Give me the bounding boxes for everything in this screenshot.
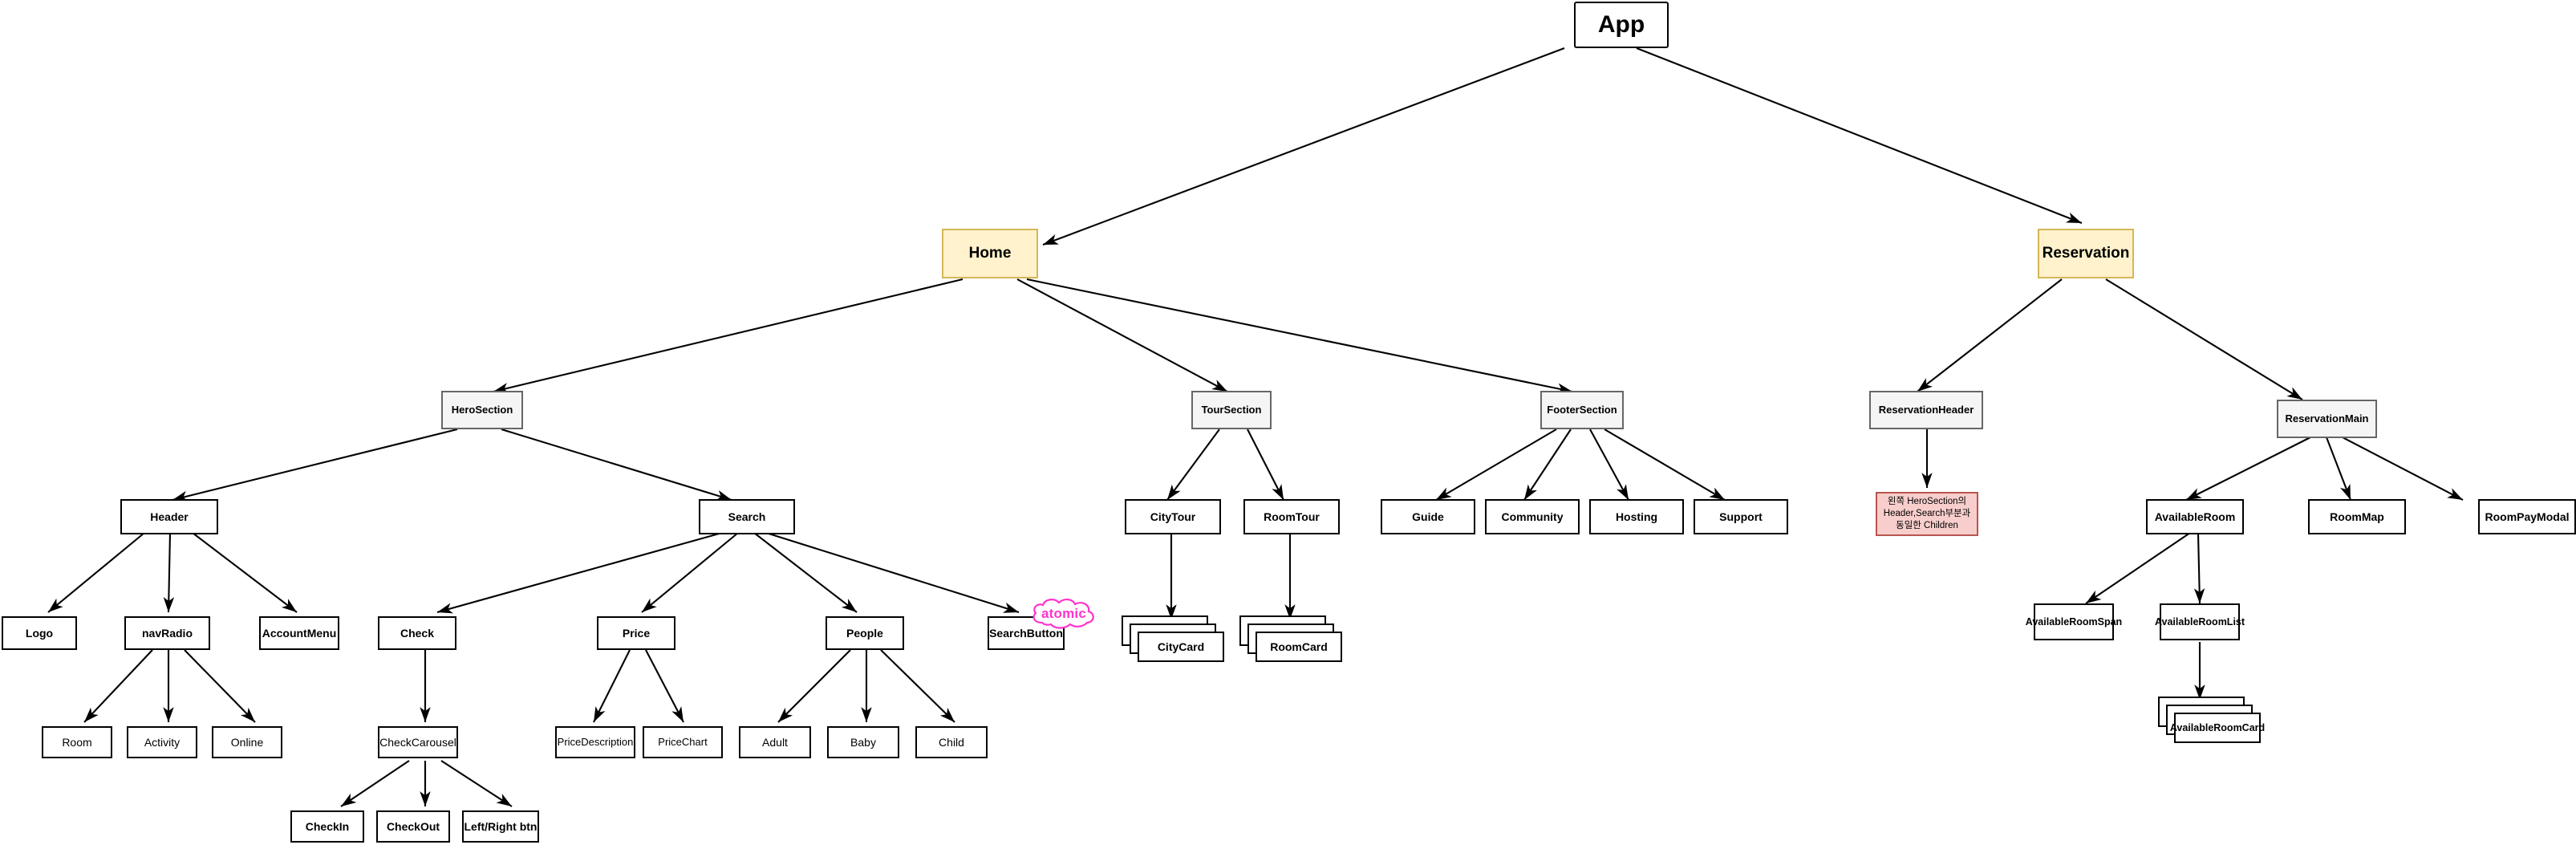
node-reservation-main-label: ReservationMain bbox=[2285, 412, 2369, 424]
node-logo-label: Logo bbox=[25, 626, 54, 640]
node-community[interactable]: Community bbox=[1485, 499, 1580, 534]
node-header-label: Header bbox=[150, 510, 189, 523]
node-home[interactable]: Home bbox=[942, 229, 1038, 278]
node-price-label: Price bbox=[622, 626, 651, 640]
node-available-room-card-stack[interactable]: AvailableRoomCard bbox=[2158, 697, 2278, 753]
node-app[interactable]: App bbox=[1574, 2, 1669, 48]
node-online-label: Online bbox=[230, 735, 264, 749]
node-search-label: Search bbox=[728, 510, 766, 523]
node-city-tour[interactable]: CityTour bbox=[1125, 499, 1221, 534]
node-check-carousel[interactable]: CheckCarousel bbox=[378, 726, 458, 758]
node-hero-section[interactable]: HeroSection bbox=[441, 391, 523, 429]
node-room-pay-modal[interactable]: RoomPayModal bbox=[2478, 499, 2576, 534]
node-people[interactable]: People bbox=[826, 616, 904, 650]
node-left-right-btn-label: Left/Right btn bbox=[464, 819, 538, 833]
node-available-room-card-label: AvailableRoomCard bbox=[2169, 722, 2266, 733]
node-reservation-header-label: ReservationHeader bbox=[1878, 403, 1974, 416]
node-community-label: Community bbox=[1501, 510, 1564, 523]
node-price-chart[interactable]: PriceChart bbox=[643, 726, 723, 758]
node-room-tour-label: RoomTour bbox=[1264, 510, 1320, 523]
node-tour-section-label: TourSection bbox=[1201, 403, 1262, 416]
node-nav-radio[interactable]: navRadio bbox=[124, 616, 210, 650]
node-room-label: Room bbox=[62, 735, 92, 749]
node-left-right-btn[interactable]: Left/Right btn bbox=[462, 810, 539, 843]
node-baby-label: Baby bbox=[850, 735, 876, 749]
node-reservation-header-note: 왼쪽 HeroSection의 Header,Search부분과 동일한 Chi… bbox=[1876, 492, 1978, 536]
node-guide[interactable]: Guide bbox=[1381, 499, 1475, 534]
reservation-header-note-text: 왼쪽 HeroSection의 Header,Search부분과 동일한 Chi… bbox=[1883, 497, 1971, 530]
node-room-pay-modal-label: RoomPayModal bbox=[2485, 510, 2570, 523]
node-hosting-label: Hosting bbox=[1615, 510, 1658, 523]
node-support[interactable]: Support bbox=[1694, 499, 1788, 534]
node-activity-label: Activity bbox=[144, 735, 181, 749]
atomic-cloud-callout[interactable]: atomic bbox=[1029, 597, 1098, 631]
node-home-label: Home bbox=[968, 245, 1012, 262]
node-reservation-header[interactable]: ReservationHeader bbox=[1869, 391, 1983, 429]
node-price[interactable]: Price bbox=[597, 616, 675, 650]
node-price-description-label: PriceDescription bbox=[557, 735, 634, 748]
node-available-room-span-label: AvailableRoomSpan bbox=[2025, 615, 2123, 628]
node-app-label: App bbox=[1597, 10, 1645, 38]
node-reservation-label: Reservation bbox=[2042, 245, 2130, 262]
atomic-label: atomic bbox=[1041, 606, 1086, 621]
city-card-sheet-front[interactable]: CityCard bbox=[1138, 632, 1224, 662]
room-card-sheet-front[interactable]: RoomCard bbox=[1256, 632, 1342, 662]
node-online[interactable]: Online bbox=[212, 726, 282, 758]
node-available-room-list-label: AvailableRoomList bbox=[2154, 615, 2245, 628]
node-footer-section[interactable]: FooterSection bbox=[1540, 391, 1624, 429]
node-reservation[interactable]: Reservation bbox=[2038, 229, 2134, 278]
node-check-label: Check bbox=[400, 626, 435, 640]
node-support-label: Support bbox=[1719, 510, 1763, 523]
node-available-room[interactable]: AvailableRoom bbox=[2146, 499, 2244, 534]
node-hero-section-label: HeroSection bbox=[451, 403, 513, 416]
node-tour-section[interactable]: TourSection bbox=[1191, 391, 1272, 429]
node-available-room-list[interactable]: AvailableRoomList bbox=[2155, 603, 2245, 640]
node-baby[interactable]: Baby bbox=[827, 726, 899, 758]
node-guide-label: Guide bbox=[1412, 510, 1444, 523]
node-child-label: Child bbox=[939, 735, 964, 749]
node-search-button-label: SearchButton bbox=[989, 626, 1063, 640]
node-check-in[interactable]: CheckIn bbox=[290, 810, 364, 843]
node-check-out-label: CheckOut bbox=[386, 819, 440, 833]
node-search[interactable]: Search bbox=[699, 499, 795, 534]
node-available-room-label: AvailableRoom bbox=[2154, 510, 2236, 523]
node-available-room-span[interactable]: AvailableRoomSpan bbox=[2026, 603, 2122, 640]
node-room[interactable]: Room bbox=[42, 726, 112, 758]
node-city-card-label: CityCard bbox=[1157, 640, 1205, 653]
node-room-tour[interactable]: RoomTour bbox=[1243, 499, 1340, 534]
node-adult-label: Adult bbox=[762, 735, 788, 749]
node-price-chart-label: PriceChart bbox=[658, 735, 708, 748]
node-room-map-label: RoomMap bbox=[2330, 510, 2384, 523]
node-child[interactable]: Child bbox=[915, 726, 988, 758]
node-check-in-label: CheckIn bbox=[305, 819, 350, 833]
node-room-card-label: RoomCard bbox=[1270, 640, 1328, 653]
node-account-menu-label: AccountMenu bbox=[262, 626, 337, 640]
node-hosting[interactable]: Hosting bbox=[1589, 499, 1684, 534]
cloud-shape-icon bbox=[1032, 599, 1094, 629]
node-check-carousel-label: CheckCarousel bbox=[379, 735, 456, 749]
node-people-label: People bbox=[846, 626, 883, 640]
node-account-menu[interactable]: AccountMenu bbox=[259, 616, 339, 650]
node-nav-radio-label: navRadio bbox=[141, 626, 193, 640]
node-header[interactable]: Header bbox=[120, 499, 218, 534]
node-check-out[interactable]: CheckOut bbox=[376, 810, 450, 843]
node-price-description[interactable]: PriceDescription bbox=[555, 726, 635, 758]
node-logo[interactable]: Logo bbox=[2, 616, 77, 650]
node-adult[interactable]: Adult bbox=[739, 726, 811, 758]
node-city-card-stack[interactable]: CityCard bbox=[1122, 615, 1226, 665]
node-reservation-main[interactable]: ReservationMain bbox=[2277, 400, 2377, 438]
node-room-card-stack[interactable]: RoomCard bbox=[1239, 615, 1344, 665]
node-city-tour-label: CityTour bbox=[1150, 510, 1196, 523]
node-footer-section-label: FooterSection bbox=[1547, 403, 1617, 416]
node-room-map[interactable]: RoomMap bbox=[2308, 499, 2406, 534]
node-activity[interactable]: Activity bbox=[127, 726, 197, 758]
node-check[interactable]: Check bbox=[378, 616, 456, 650]
available-room-card-sheet-front[interactable]: AvailableRoomCard bbox=[2170, 713, 2265, 743]
